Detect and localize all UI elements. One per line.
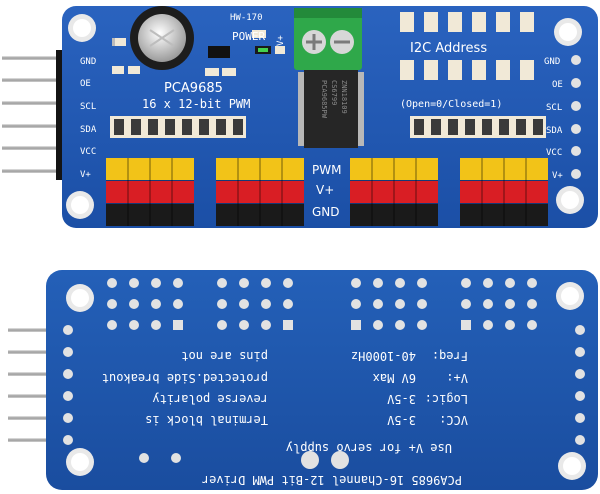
chip-name-label: PCA9685 xyxy=(164,81,223,96)
bottom-silkscreen-text: PCA9685 16-Channel 12-Bit PWM Driver Use… xyxy=(102,349,468,487)
servo-headers xyxy=(106,158,548,226)
bottom-pcb xyxy=(46,270,598,490)
left-pin-gnd: GND xyxy=(80,57,96,67)
i2c-title: I2C Address xyxy=(410,41,487,56)
resistor-array-right xyxy=(410,116,546,138)
row-label-vplus: V+ xyxy=(316,183,334,197)
right-pin-oe: OE xyxy=(552,80,563,90)
right-pin-sda: SDA xyxy=(546,126,563,136)
left-pin-vplus: V+ xyxy=(80,170,91,180)
chip-marking-1: PCA9685PW xyxy=(320,80,328,119)
row-label-gnd: GND xyxy=(312,205,340,219)
spec-freq-label: Freq: xyxy=(432,349,468,363)
bottom-header-pads xyxy=(63,278,585,469)
bottom-use-line: Use V+ for servo supply xyxy=(286,441,452,455)
electrolytic-capacitor xyxy=(130,6,194,70)
i2c-subtitle: (Open=0/Closed=1) xyxy=(400,99,502,110)
resistor-array-left xyxy=(110,116,246,138)
left-pin-vcc: VCC xyxy=(80,147,96,157)
right-pin-vcc: VCC xyxy=(546,148,562,158)
chip-marking-3: ZNN18109 xyxy=(340,80,348,114)
top-mounting-holes xyxy=(66,14,584,219)
top-board: HW-170 POWER V+ PCA9685PW CS6799 ZNN1810… xyxy=(2,6,598,228)
vplus-small-label: V+ xyxy=(276,35,286,46)
spec-vplus-value: 6V Max xyxy=(373,371,416,385)
bottom-side-pins xyxy=(8,328,56,442)
spec-vcc-value: 3-5V xyxy=(387,413,416,427)
power-label: POWER xyxy=(232,30,265,43)
spec-vcc-label: VCC: xyxy=(439,413,468,427)
spec-vplus-label: V+: xyxy=(446,371,468,385)
note-line-4: pins are not xyxy=(181,349,268,363)
right-pin-vplus: V+ xyxy=(552,171,563,181)
left-pin-sda: SDA xyxy=(80,125,97,135)
model-label: HW-170 xyxy=(230,13,263,23)
right-pin-scl: SCL xyxy=(546,103,562,113)
row-label-pwm: PWM xyxy=(312,163,341,177)
spec-logic-value: 3-5V xyxy=(387,392,416,406)
bottom-board: PCA9685 16-Channel 12-Bit PWM Driver Use… xyxy=(8,270,598,490)
right-pin-gnd: GND xyxy=(544,57,560,67)
power-terminal-block xyxy=(294,8,362,70)
spec-logic-label: Logic: xyxy=(425,392,468,406)
note-line-1: Terminal block is xyxy=(145,413,268,427)
spec-freq-value: 40-1000Hz xyxy=(351,349,416,363)
pca9685-chip: PCA9685PW CS6799 ZNN18109 xyxy=(298,70,364,148)
left-pin-oe: OE xyxy=(80,79,91,89)
chip-marking-2: CS6799 xyxy=(330,80,338,105)
pwm-title: 16 x 12-bit PWM xyxy=(142,97,250,111)
note-line-3: protected.Side breakout xyxy=(102,371,268,385)
bottom-mounting-holes xyxy=(66,282,586,480)
bottom-title-line: PCA9685 16-Channel 12-Bit PWM Driver xyxy=(202,473,462,487)
note-line-2: reverse polarity xyxy=(152,392,268,406)
i2c-address-jumpers xyxy=(400,12,534,80)
left-pin-scl: SCL xyxy=(80,102,96,112)
right-pin-pads xyxy=(571,55,581,179)
smd-components-left xyxy=(112,30,285,76)
